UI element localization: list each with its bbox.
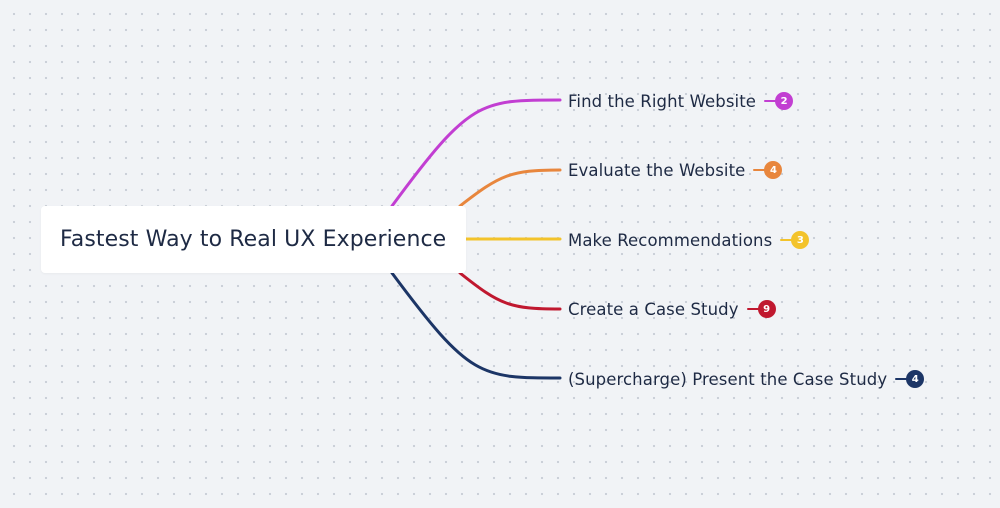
subtopic-count-badge[interactable]: 3 xyxy=(791,231,810,249)
branch-make-recommendations[interactable]: Make Recommendations 3 xyxy=(568,225,810,255)
central-topic-title: Fastest Way to Real UX Experience xyxy=(60,227,447,252)
badge-connector xyxy=(764,100,777,102)
branch-label: Evaluate the Website xyxy=(568,160,746,180)
branch-case-study[interactable]: Create a Case Study 9 xyxy=(568,294,776,324)
branch-label: Make Recommendations xyxy=(568,230,773,250)
connector-line xyxy=(458,168,562,208)
badge-connector xyxy=(895,378,908,380)
badge-connector xyxy=(746,308,759,310)
subtopic-count-badge[interactable]: 4 xyxy=(906,370,925,388)
branch-find-website[interactable]: Find the Right Website 2 xyxy=(568,86,794,116)
branch-label: (Supercharge) Present the Case Study xyxy=(568,369,888,389)
badge-connector xyxy=(780,239,793,241)
branch-label: Find the Right Website xyxy=(568,91,757,111)
subtopic-count-badge[interactable]: 4 xyxy=(764,161,783,179)
connector-line xyxy=(458,271,562,311)
branch-present-case-study[interactable]: (Supercharge) Present the Case Study 4 xyxy=(568,364,925,394)
branch-evaluate-website[interactable]: Evaluate the Website 4 xyxy=(568,155,783,185)
subtopic-count-badge[interactable]: 2 xyxy=(775,92,794,110)
connector-line xyxy=(390,98,562,208)
branch-label: Create a Case Study xyxy=(568,299,739,319)
badge-connector xyxy=(753,169,766,171)
connector-line xyxy=(390,271,562,380)
subtopic-count-badge[interactable]: 9 xyxy=(757,300,776,318)
central-topic[interactable]: Fastest Way to Real UX Experience xyxy=(41,206,466,273)
